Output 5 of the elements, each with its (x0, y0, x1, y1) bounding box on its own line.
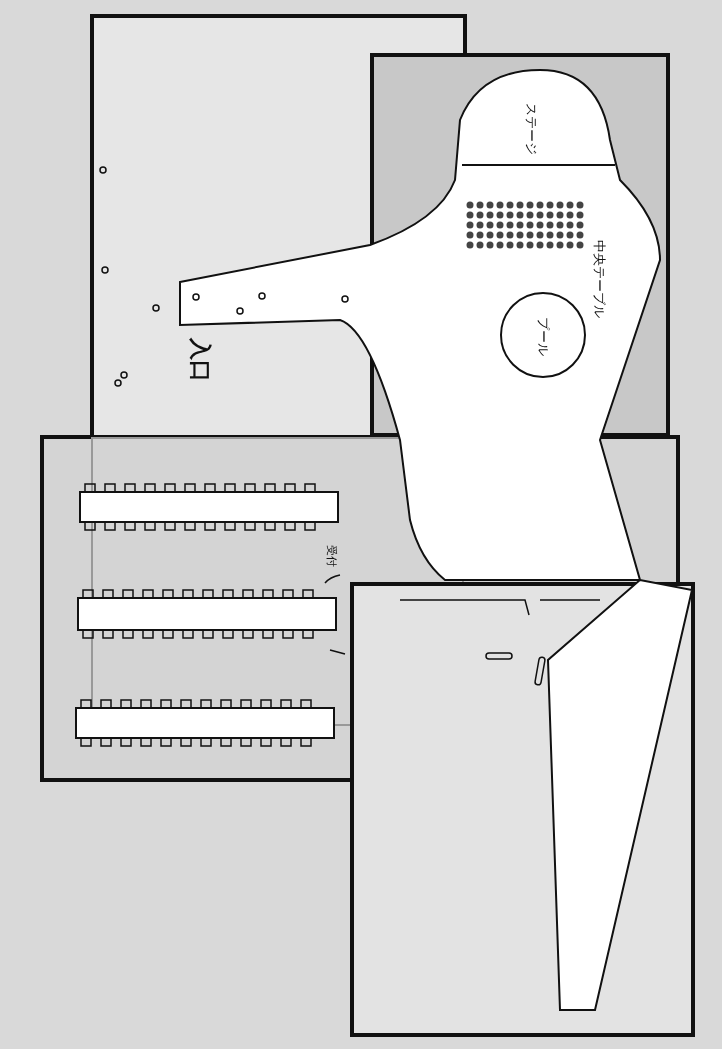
stage-label: ステージ (523, 103, 540, 155)
note-label: 受付 (323, 544, 339, 567)
circle-label: プール (534, 316, 552, 356)
area-label: 中央テーブル (591, 240, 608, 318)
entrance-label: 入口 (187, 338, 214, 382)
